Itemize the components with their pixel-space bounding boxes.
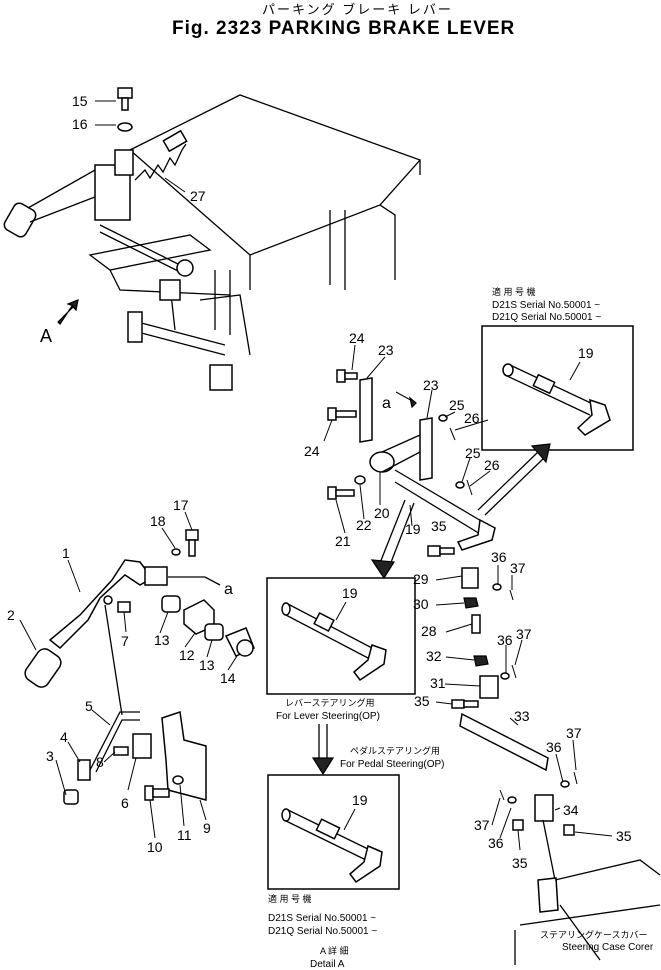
callout-19-middle: 19 [405, 521, 421, 537]
serial-top-jp: 適 用 号 機 [492, 286, 536, 297]
callout-12: 12 [179, 647, 195, 663]
callout-2: 2 [7, 607, 15, 623]
callout-4: 4 [60, 729, 68, 745]
bracket-assembly [327, 369, 551, 580]
callout-19-pedal: 19 [352, 792, 368, 808]
callout-36-second: 36 [497, 632, 513, 648]
lever-steering-box [266, 577, 416, 695]
callout-22: 22 [356, 517, 372, 533]
serial-bottom-line2: D21Q Serial No.50001 ~ [268, 926, 377, 937]
callout-31: 31 [430, 675, 446, 691]
serial-bottom-jp: 適 用 号 機 [268, 893, 312, 904]
leader-lines-lever [19, 511, 238, 839]
callout-19-top: 19 [578, 345, 594, 361]
callout-1: 1 [62, 545, 70, 561]
callout-19-lever: 19 [342, 585, 358, 601]
lever-assembly [24, 529, 255, 805]
lever-steering-jp: レバーステアリング用 [285, 697, 375, 708]
callout-10: 10 [147, 839, 163, 855]
shaft-19-pedal-steering [281, 808, 383, 884]
callout-17: 17 [173, 497, 189, 513]
callout-16: 16 [72, 116, 88, 132]
callout-37-fourth: 37 [474, 817, 490, 833]
callout-13-right: 13 [199, 657, 215, 673]
ref-a-upper: a [382, 395, 391, 412]
callout-37-second: 37 [516, 626, 532, 642]
serial-top-line1: D21S Serial No.50001 ~ [492, 300, 600, 311]
callout-3: 3 [46, 748, 54, 764]
pedal-steering-caption: For Pedal Steering(OP) [340, 759, 445, 770]
shaft-19-serial-top [502, 363, 611, 436]
callout-28: 28 [421, 623, 437, 639]
linkage-chain [427, 545, 661, 965]
callout-26-upper: 26 [464, 410, 480, 426]
callout-13-left: 13 [154, 632, 170, 648]
page-title: Fig. 2323 PARKING BRAKE LEVER [172, 18, 515, 39]
callout-5: 5 [85, 698, 93, 714]
callout-29: 29 [413, 571, 429, 587]
callout-11: 11 [177, 827, 192, 843]
callout-9: 9 [203, 820, 211, 836]
callout-25-upper: 25 [449, 397, 465, 413]
callout-8: 8 [96, 754, 104, 770]
callout-20: 20 [374, 505, 390, 521]
callout-26-lower: 26 [484, 457, 500, 473]
shaft-19-lever-steering [281, 602, 387, 682]
steering-case-cover-jp: ステアリングケースカバー [540, 929, 648, 940]
down-arrow-icon [311, 724, 335, 776]
callout-24-lower: 24 [304, 443, 320, 459]
detail-label: Detail A [310, 959, 345, 970]
ref-a-lever: a [224, 581, 233, 598]
callout-33: 33 [514, 708, 530, 724]
leader-lines-middle [323, 344, 491, 534]
callout-27: 27 [190, 188, 206, 204]
callout-36-fourth: 36 [488, 835, 504, 851]
serial-bottom-line1: D21S Serial No.50001 ~ [268, 913, 376, 924]
pedal-steering-box [267, 774, 400, 890]
serial-box-top [481, 325, 634, 451]
callout-25-lower: 25 [465, 445, 481, 461]
callout-18: 18 [150, 513, 166, 529]
callout-15: 15 [72, 93, 88, 109]
leader-lines-overview [95, 100, 186, 193]
leader-lines-lower [435, 565, 613, 851]
serial-top-line2: D21Q Serial No.50001 ~ [492, 312, 601, 323]
callout-37-upper: 37 [510, 560, 526, 576]
callout-21: 21 [335, 533, 351, 549]
callout-36-upper: 36 [491, 549, 507, 565]
callout-35-right: 35 [616, 828, 632, 844]
callout-34: 34 [563, 802, 579, 818]
callout-7: 7 [121, 633, 129, 649]
callout-24-upper: 24 [349, 330, 365, 346]
callout-35-upper: 35 [431, 518, 447, 534]
vehicle-overview [3, 87, 422, 391]
steering-case-cover-label: Steering Case Corer [562, 942, 654, 953]
callout-32: 32 [426, 648, 442, 664]
view-label-a: A [40, 326, 52, 346]
callout-23-right: 23 [423, 377, 439, 393]
callout-30: 30 [413, 596, 429, 612]
callout-35-bottom: 35 [512, 855, 528, 871]
callout-35-middle: 35 [414, 693, 430, 709]
callout-14: 14 [220, 670, 236, 686]
callout-23-left: 23 [378, 342, 394, 358]
callout-6: 6 [121, 795, 129, 811]
lever-steering-caption: For Lever Steering(OP) [276, 711, 380, 722]
callout-37-third: 37 [566, 725, 582, 741]
view-arrow-icon [57, 299, 79, 325]
pedal-steering-jp: ペダルステアリング用 [350, 745, 440, 756]
detail-jp: A 詳 細 [320, 945, 349, 956]
title-japanese: パーキング ブレーキ レバー [262, 2, 453, 17]
callout-36-third: 36 [546, 739, 562, 755]
